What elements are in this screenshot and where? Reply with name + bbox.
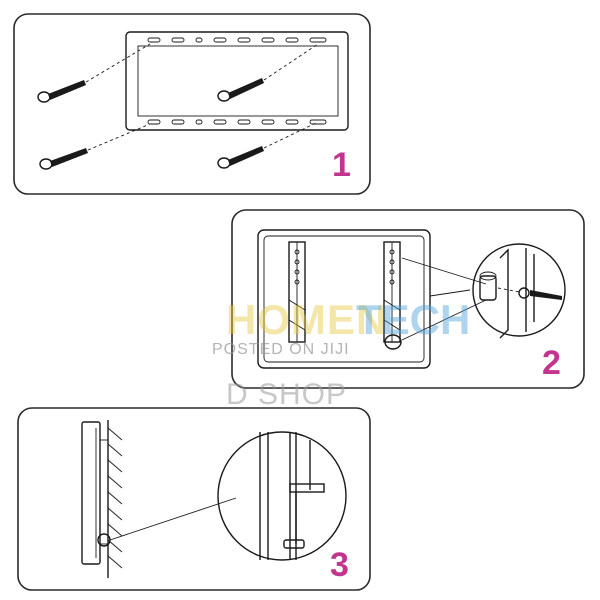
watermark-shop-text: D SHOP (226, 378, 347, 411)
step-2-panel: HOMEN TECH POSTED ON JIJI 2 (212, 209, 585, 389)
left-mounting-arm (288, 241, 306, 343)
step-number-3: 3 (330, 546, 349, 584)
step-3-panel: 3 (17, 407, 371, 591)
zoom-detail-bracket (217, 431, 347, 561)
watermark-logo: HOMEN TECH (226, 296, 470, 343)
watermark-posted-text: POSTED ON JIJI (212, 341, 350, 358)
wall-screw-bottom-left (39, 123, 151, 170)
step-number-1: 1 (332, 146, 351, 184)
right-mounting-arm (383, 241, 402, 350)
zoom-detail-screw (472, 243, 566, 339)
step-number-2: 2 (542, 344, 561, 382)
wall-screw-top-right (217, 43, 319, 102)
svg-text:TECH: TECH (356, 296, 470, 343)
tv-back-outline (257, 229, 431, 369)
wall-screw-top-left (37, 43, 151, 103)
wall-screw-bottom-right (217, 121, 319, 169)
wall-bracket-frame (125, 31, 349, 131)
svg-text:HOMEN: HOMEN (226, 296, 387, 343)
step-1-panel: 1 (13, 13, 371, 195)
